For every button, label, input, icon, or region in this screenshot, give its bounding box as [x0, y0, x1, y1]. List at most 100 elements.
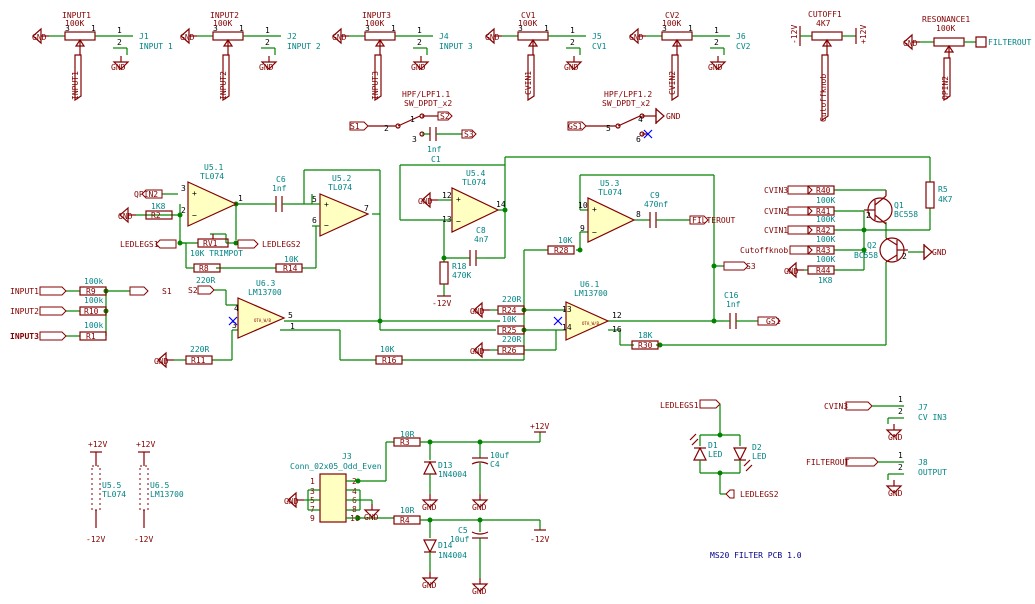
input2-label: INPUT2: [10, 307, 39, 316]
resonance-value: 100K: [936, 24, 955, 33]
qpin2-net: QPIN2: [941, 76, 950, 100]
resonance-pot: RESONANCE1 100K GND FILTEROUT QPIN2: [903, 15, 1032, 102]
cutoff-value: 4K7: [816, 19, 831, 28]
pin-number: 2: [902, 252, 907, 261]
res-ref: R28: [554, 246, 569, 255]
svg-text:1: 1: [417, 26, 422, 35]
hpf-lpf-switch-2: HPF/LPF1.2 SW_DPDT_x2 GS1 GND 5 4 6: [567, 90, 681, 144]
pot-ref: CV1: [521, 11, 536, 20]
svg-text:3: 3: [213, 24, 218, 33]
svg-text:+: +: [456, 195, 461, 204]
pin-number: 1: [898, 395, 903, 404]
res-ref: R41: [816, 207, 831, 216]
pin-number: 2: [181, 206, 186, 215]
jack-ref: J6: [736, 32, 746, 41]
pin-number: 5: [288, 311, 293, 320]
main-wires: [66, 156, 931, 361]
gnd-label: GND: [154, 357, 169, 366]
gnd-label: GND: [284, 497, 299, 506]
res-ref: R30: [638, 341, 653, 350]
svg-text:2: 2: [570, 38, 575, 47]
jack-ref: J7: [918, 403, 928, 412]
cap-value: 10uf: [490, 451, 509, 460]
res-value: 10K: [284, 255, 299, 264]
pin-number: 2: [384, 124, 389, 133]
res-value: 470K: [452, 271, 471, 280]
pot-value: 100K: [65, 19, 84, 28]
res-value: 100K: [816, 255, 835, 264]
p12-label: +12V: [88, 440, 107, 449]
ledlegs2-label: LEDLEGS2: [740, 490, 779, 499]
svg-text:+: +: [324, 200, 329, 209]
pot-value: 100K: [365, 19, 384, 28]
svg-text:1: 1: [714, 26, 719, 35]
res-ref: R14: [283, 264, 298, 273]
pin-number: 5: [312, 195, 317, 204]
svg-text:3: 3: [662, 24, 667, 33]
cutoffknob-label: Cutoffknob: [740, 246, 788, 255]
trimpot-value: 10K TRIMPOT: [190, 249, 243, 258]
svg-text:GND: GND: [564, 63, 579, 72]
res-value: 10R: [400, 430, 415, 439]
svg-text:1: 1: [544, 24, 549, 33]
ota-u6-3: OTA_W/B U6.3 LM13700 4 3 1 5: [228, 279, 295, 339]
pot-net: INPUT3: [371, 71, 380, 100]
s1-label: S1: [350, 122, 360, 131]
svg-text:3: 3: [310, 487, 315, 496]
pin-number: 13: [562, 305, 572, 314]
gnd-label: GND: [180, 33, 195, 42]
pin-number: 1: [410, 115, 415, 124]
res-value: 220R: [502, 295, 521, 304]
switch-ref: HPF/LPF1.1: [402, 90, 450, 99]
pin-number: 1: [898, 451, 903, 460]
p12-label: +12V: [136, 440, 155, 449]
jack-net: CV2: [736, 42, 751, 51]
s2-label: S2: [188, 286, 198, 295]
c1-ref: C1: [431, 155, 441, 164]
qpin2-label: QPIN2: [134, 190, 158, 199]
jack-ref: J4: [439, 32, 449, 41]
filterout-label: FILTEROUT: [692, 216, 736, 225]
opamp-value: TL074: [328, 183, 352, 192]
expo-converter: CVIN3 R40 100K CVIN2 R41 100K CVIN1 R42 …: [740, 181, 953, 285]
svg-text:2: 2: [714, 38, 719, 47]
res-value: 1K8: [818, 276, 833, 285]
opamp-ref: U5.1: [204, 163, 223, 172]
svg-text:3: 3: [365, 24, 370, 33]
ota-ref: U6.1: [580, 280, 599, 289]
s1-label: S1: [162, 287, 172, 296]
pin-number: 12: [612, 311, 622, 320]
svg-text:3: 3: [65, 24, 70, 33]
res-ref: R44: [816, 266, 831, 275]
pin-number: 7: [364, 204, 369, 213]
diode-value: 1N4004: [438, 470, 467, 479]
led-section: LEDLEGS1 LEDLEGS2 D1 LED D2 LED: [660, 399, 779, 499]
connector-value: Conn_02x05_Odd_Even: [290, 462, 382, 471]
jack-ref: J8: [918, 458, 928, 467]
res-value: 10K: [502, 315, 517, 324]
res-ref: R2: [151, 211, 161, 220]
res-value: 10R: [400, 506, 415, 515]
svg-text:1: 1: [265, 26, 270, 35]
jack-value: CV IN3: [918, 413, 947, 422]
pot-value: 100K: [518, 19, 537, 28]
cutoff-ref: CUTOFF1: [808, 10, 842, 19]
vneg-label: -12V: [790, 25, 799, 44]
opamp-value: TL074: [598, 188, 622, 197]
svg-text:2: 2: [265, 38, 270, 47]
cap-ref: C8: [476, 226, 486, 235]
cap-value: 1nf: [726, 300, 741, 309]
m12-label: -12V: [432, 299, 451, 308]
opamp-u5-4: +− U5.4 TL074 12 13 14 GND: [418, 169, 506, 233]
svg-text:−: −: [192, 211, 197, 220]
ota-u6-1: OTA_W/B U6.1 LM13700 13 14 16 12: [553, 280, 622, 341]
res-ref: R5: [938, 185, 948, 194]
s3-label: S3: [746, 262, 756, 271]
svg-text:1: 1: [239, 24, 244, 33]
input1-label: INPUT1: [10, 287, 39, 296]
gnd-label: GND: [472, 503, 487, 512]
res-ref: R10: [84, 307, 99, 316]
diode-ref: D14: [438, 541, 453, 550]
filterout-net: FILTEROUT: [988, 38, 1032, 47]
